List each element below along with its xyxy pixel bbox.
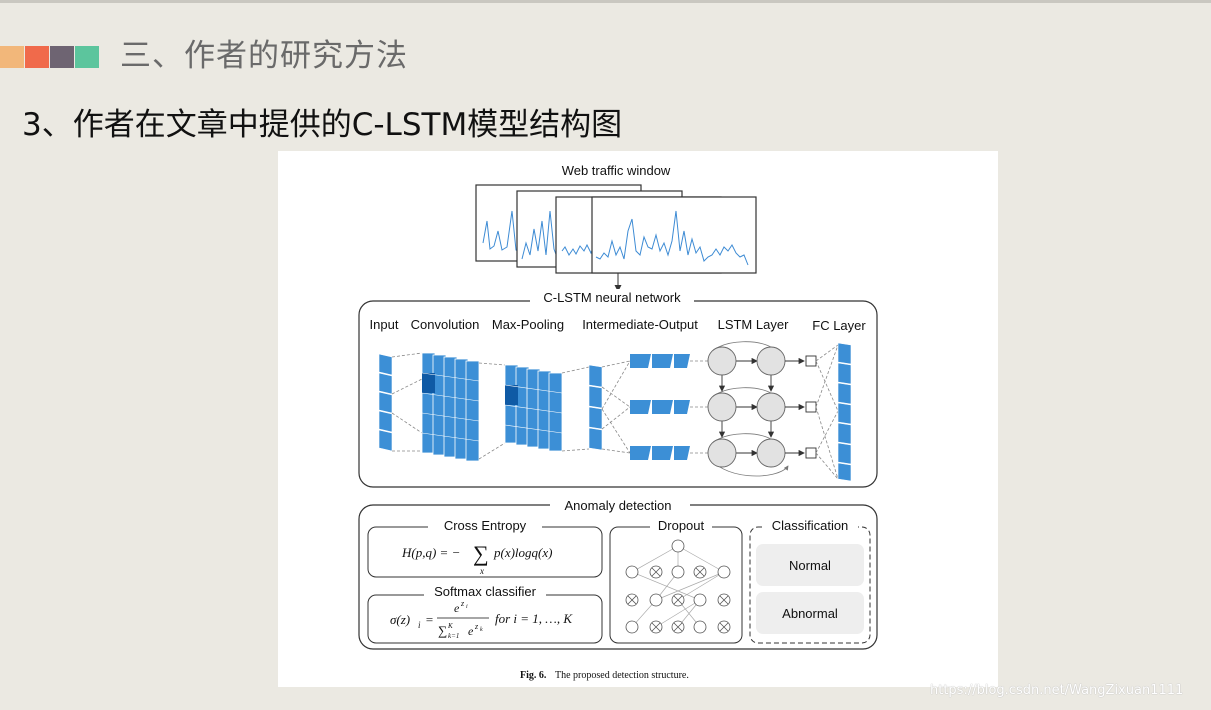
- softmax-numerator-exp-sub: i: [466, 604, 468, 610]
- layer-label-fc: FC Layer: [812, 318, 866, 333]
- softmax-title: Softmax classifier: [434, 584, 537, 599]
- section-title: 三、作者的研究方法: [120, 38, 408, 74]
- top-border-line: [0, 0, 1211, 3]
- layer-label-convolution: Convolution: [411, 317, 480, 332]
- intermediate-output-column: [588, 364, 603, 451]
- class-abnormal-label: Abnormal: [782, 606, 838, 621]
- lstm-cells: [707, 341, 817, 477]
- figure-caption-text: The proposed detection structure.: [555, 670, 689, 681]
- classification-title: Classification: [772, 518, 849, 533]
- layer-label-intermediate-output: Intermediate-Output: [582, 317, 698, 332]
- class-normal-box: [756, 544, 864, 586]
- softmax-rhs: for i = 1, …, K: [495, 611, 573, 626]
- traffic-window-stack: [475, 184, 757, 274]
- accent-square-3: [50, 46, 74, 68]
- watermark-url: https://blog.csdn.net/WangZixuan1111: [930, 683, 1184, 698]
- softmax-lhs-sub: i: [418, 620, 421, 630]
- intermediate-to-lstm-connections: [601, 360, 631, 454]
- max-pooling-maps: [504, 364, 563, 452]
- accent-square-2: [25, 46, 49, 68]
- cross-entropy-sum-index: x: [479, 566, 484, 576]
- cross-entropy-sum: ∑: [473, 541, 489, 566]
- cross-entropy-title: Cross Entropy: [444, 518, 527, 533]
- lstm-input-bars: [630, 354, 690, 460]
- anomaly-detection-title: Anomaly detection: [565, 498, 672, 513]
- dropout-network: [625, 539, 731, 634]
- softmax-den-e: e: [468, 624, 474, 638]
- pool-to-intermediate-connections: [561, 366, 590, 452]
- conv-to-pool-connections: [478, 362, 506, 460]
- fc-layer-cells: [837, 342, 852, 482]
- cross-entropy-rhs: p(x)logq(x): [493, 545, 552, 560]
- convolution-feature-maps: [421, 352, 480, 462]
- cross-entropy-lhs: H(p,q) = −: [401, 545, 460, 560]
- softmax-den-sum-upper: K: [447, 622, 453, 630]
- softmax-den-e-exp: z: [474, 622, 479, 631]
- web-traffic-window-title: Web traffic window: [562, 163, 671, 178]
- c-lstm-network-title: C-LSTM neural network: [543, 290, 681, 305]
- accent-square-4: [75, 46, 99, 68]
- softmax-numerator-exp: z: [460, 599, 465, 608]
- layer-label-lstm: LSTM Layer: [718, 317, 789, 332]
- layer-label-max-pooling: Max-Pooling: [492, 317, 564, 332]
- accent-square-1: [0, 46, 24, 68]
- dropout-title: Dropout: [658, 518, 705, 533]
- input-layer-cells: [378, 353, 393, 452]
- softmax-equals: =: [425, 612, 434, 627]
- layer-label-input: Input: [370, 317, 399, 332]
- softmax-numerator: e: [454, 601, 460, 615]
- lstm-to-fc-connections: [815, 344, 839, 480]
- softmax-lhs: σ(z): [390, 612, 410, 627]
- softmax-den-sum-lower: k=1: [448, 632, 459, 640]
- class-normal-label: Normal: [789, 558, 831, 573]
- input-to-conv-connections: [391, 352, 423, 452]
- class-abnormal-box: [756, 592, 864, 634]
- bars-to-lstm-cells: [690, 360, 708, 454]
- softmax-den-sum: ∑: [438, 623, 447, 638]
- slide-subtitle: 3、作者在文章中提供的C-LSTM模型结构图: [22, 107, 623, 143]
- model-figure: Web traffic window C-LSTM neural network…: [278, 151, 998, 687]
- softmax-den-e-exp-sub: k: [480, 627, 483, 633]
- model-diagram: Web traffic window C-LSTM neural network…: [358, 163, 878, 681]
- figure-caption-label: Fig. 6.: [520, 670, 547, 681]
